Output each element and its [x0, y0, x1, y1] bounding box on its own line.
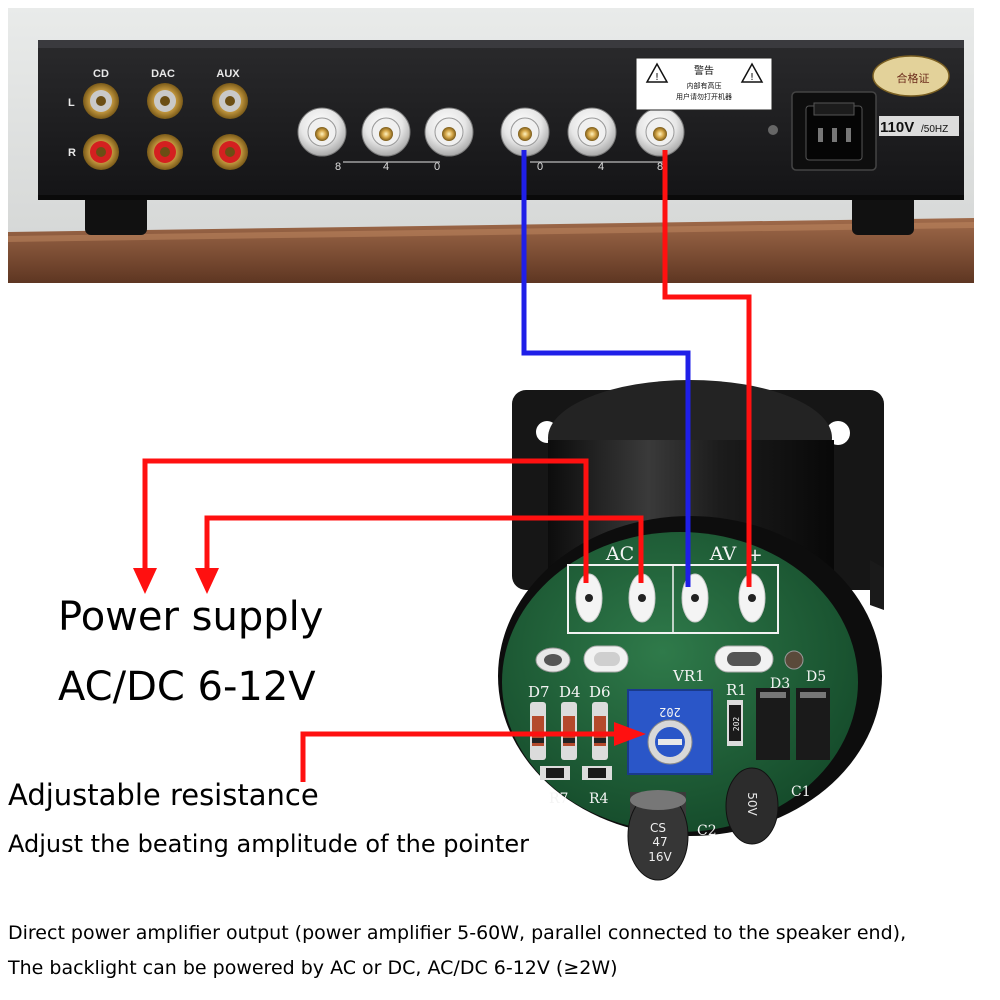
arrow-down-icon [195, 568, 219, 594]
power-supply-voltage: AC/DC 6-12V [58, 664, 316, 710]
rca-jack-left-3 [212, 83, 248, 119]
c2-print-16v: 16V [648, 850, 672, 864]
freq-label: /50HZ [921, 124, 948, 135]
input-label-dac: DAC [151, 68, 175, 80]
warning-title: 警告 [694, 64, 714, 77]
speaker-terminals: 8 4 0 0 4 8 [297, 107, 685, 173]
wires [133, 150, 752, 782]
power-inlet: 110V /50HZ [768, 91, 959, 171]
adjustable-resistance-desc: Adjust the beating amplitude of the poin… [8, 830, 530, 858]
label-c2: C2 [697, 823, 717, 839]
capacitor-c2: CS 47 16V [627, 790, 689, 881]
arrow-right-icon [614, 722, 646, 746]
c1-print: 50V [745, 792, 759, 816]
binding-post-2 [361, 107, 411, 157]
warning-subtext-2: 用户请勿打开机器 [676, 92, 732, 101]
pcb-ac-label: AC [605, 543, 634, 565]
label-c1: C1 [791, 784, 811, 800]
input-label-cd: CD [93, 68, 109, 80]
wire-red-power-1 [142, 458, 589, 583]
diodes-left [530, 702, 608, 760]
footer-line-2: The backlight can be powered by AC or DC… [8, 957, 618, 979]
input-label-aux: AUX [216, 68, 240, 80]
c2-print-cs: CS [650, 821, 666, 835]
amp-foot-right [852, 195, 914, 235]
warning-sticker: ! ! 警告 内部有高压 用户请勿打开机器 [635, 57, 773, 111]
label-d4: D4 [559, 683, 581, 701]
c2-print-47: 47 [652, 835, 667, 849]
rca-jack-right-2 [147, 134, 183, 170]
terminal-label-left-0: 0 [434, 161, 440, 173]
pcb-av-label: AV [709, 543, 737, 565]
vu-meter: AC - AV + VR1 R1 D7 D4 D6 D3 D5 R7 R [498, 380, 884, 881]
wire-red-power-2 [204, 515, 644, 583]
label-vr1: VR1 [672, 667, 705, 685]
potentiometer: 202 [627, 689, 713, 775]
label-r7: R7 [549, 791, 568, 807]
binding-post-3 [424, 107, 474, 157]
label-r1: R1 [726, 681, 747, 699]
binding-post-4 [500, 107, 550, 157]
binding-post-1 [297, 107, 347, 157]
terminal-label-right-0: 0 [537, 161, 543, 173]
channel-label-r: R [68, 147, 76, 159]
rca-jack-left-2 [147, 83, 183, 119]
wire-blue-speaker [521, 150, 691, 587]
amp-foot-left [85, 195, 147, 235]
rca-jack-left-1 [83, 83, 119, 119]
rca-jack-right-3 [212, 134, 248, 170]
warning-subtext: 内部有高压 [687, 81, 722, 90]
adjustable-resistance-title: Adjustable resistance [8, 778, 319, 812]
svg-text:!: ! [750, 72, 754, 83]
wire-red-speaker [662, 150, 752, 587]
rca-jack-right-1 [83, 134, 119, 170]
binding-post-6 [635, 107, 685, 157]
label-d5: D5 [806, 669, 826, 685]
terminal-label-right-4: 4 [598, 161, 604, 173]
label-r4: R4 [589, 791, 609, 807]
terminal-label-right-8: 8 [657, 161, 663, 173]
pot-code: 202 [659, 705, 681, 719]
binding-post-5 [567, 107, 617, 157]
footer-line-1: Direct power amplifier output (power amp… [8, 922, 907, 944]
res-code: 202 [732, 717, 741, 732]
svg-text:!: ! [655, 72, 659, 83]
cert-label: 合格证 [897, 71, 930, 85]
arrow-down-icon [133, 568, 157, 594]
wire-red-pointer [300, 731, 620, 782]
channel-label-l: L [68, 97, 75, 109]
terminal-label-left-4: 4 [383, 161, 389, 173]
certificate-sticker: 合格证 [872, 55, 950, 97]
power-supply-title: Power supply [58, 594, 324, 640]
terminal-label-left-8: 8 [335, 161, 341, 173]
led-slot-right [784, 650, 804, 670]
flange-hole-right-icon [826, 421, 850, 445]
label-d7: D7 [528, 683, 550, 701]
voltage-label: 110V [880, 119, 914, 136]
inlet-screw-icon [768, 125, 778, 135]
label-d6: D6 [589, 683, 611, 701]
capacitor-c1: 50V [725, 767, 779, 845]
rca-inputs: CD DAC AUX L R [68, 68, 248, 170]
